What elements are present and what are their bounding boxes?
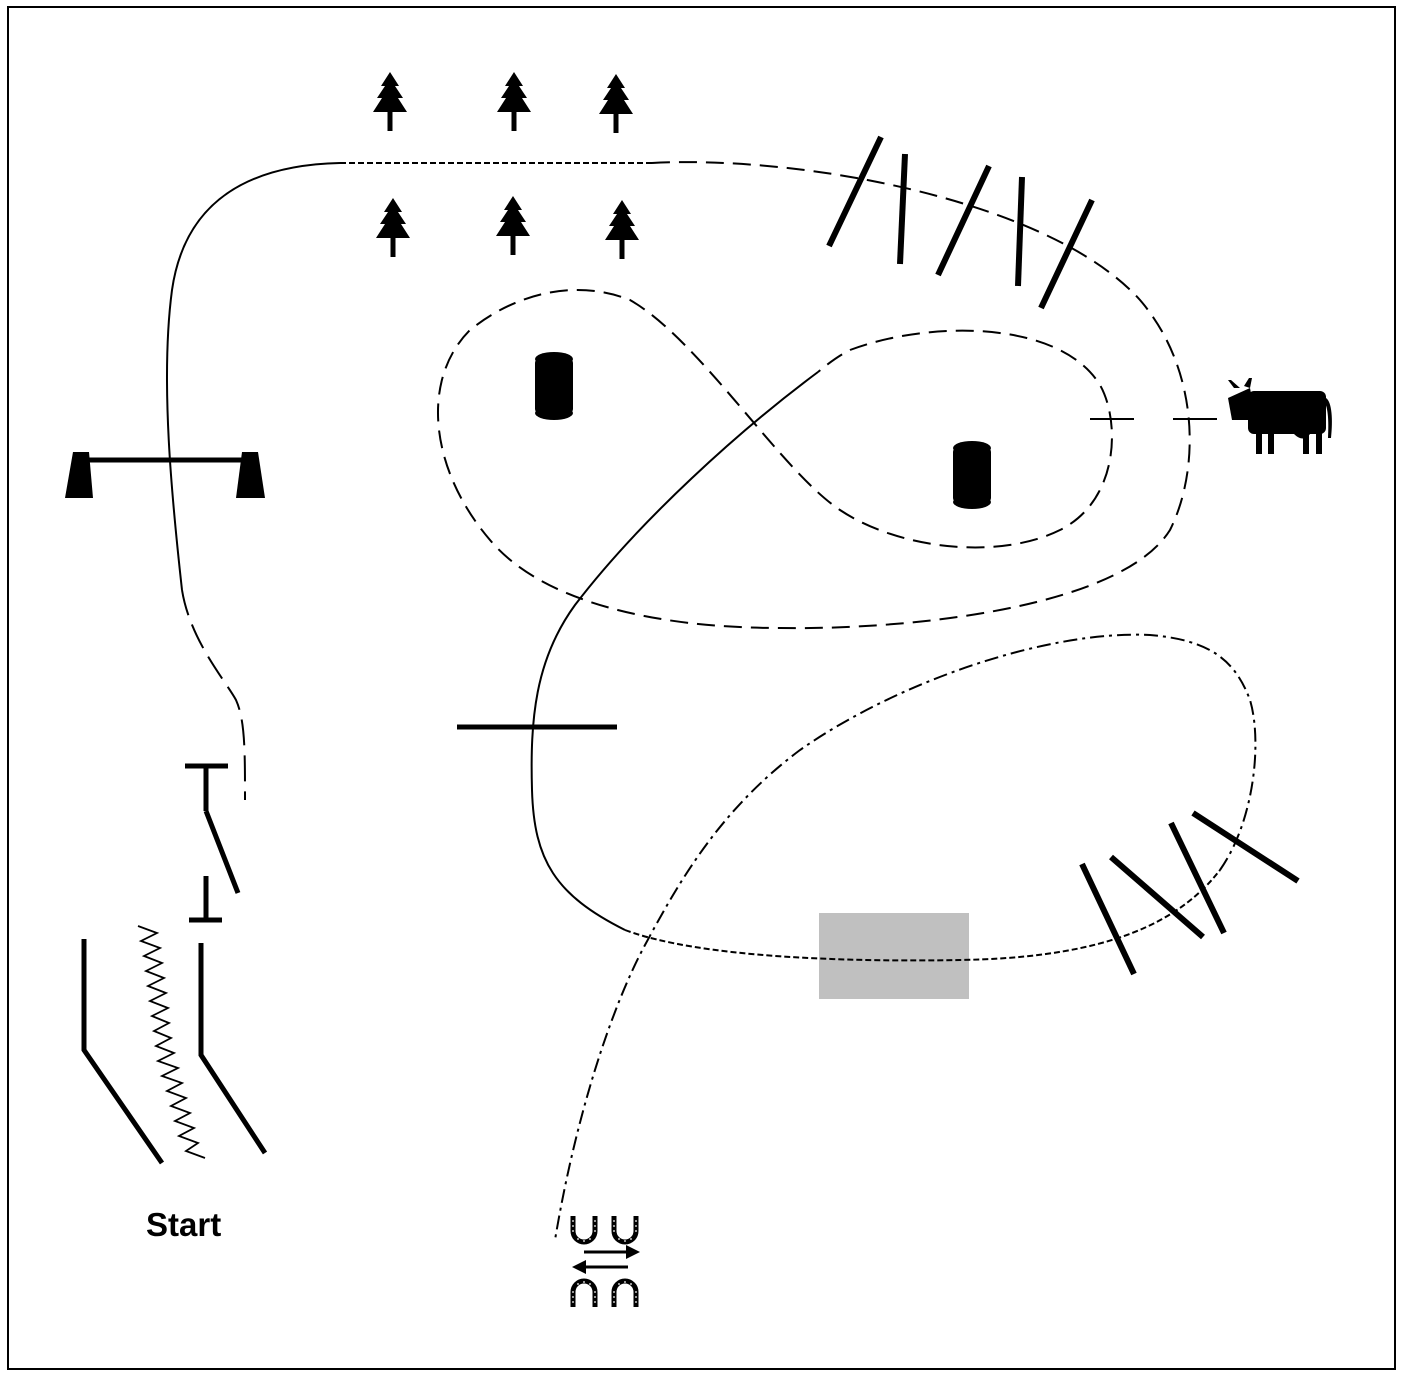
- frame-border: [7, 6, 1396, 1370]
- barrel-icon: [953, 441, 991, 509]
- horseshoe-icon: [572, 1281, 596, 1307]
- ground-pole: [1038, 198, 1095, 310]
- jump-standard-icon: [65, 452, 93, 498]
- tree-icon: [605, 200, 639, 259]
- path-dash-left-lower: [181, 589, 246, 801]
- tree-icon: [496, 196, 530, 255]
- path-dash-outer-loop: [436, 161, 1191, 630]
- ground-pole: [935, 164, 992, 277]
- horseshoe-group: [572, 1216, 640, 1307]
- ground-pole: [1191, 810, 1300, 884]
- arrow-icon: [572, 1260, 628, 1274]
- cow-icon: [1228, 378, 1332, 454]
- tree-icon: [599, 74, 633, 133]
- ground-pole: [1168, 821, 1227, 935]
- tree-group: [373, 72, 639, 259]
- poles-top: [826, 135, 1095, 310]
- arrow-icon: [584, 1245, 640, 1259]
- tree-icon: [373, 72, 407, 131]
- ground-pole: [897, 153, 908, 265]
- poles-bottom: [1079, 810, 1300, 976]
- zigzag-rope-icon: [137, 925, 206, 1159]
- path-solid-center: [530, 371, 819, 931]
- tree-icon: [497, 72, 531, 131]
- barrel-icon: [535, 352, 573, 420]
- ground-pole: [1015, 176, 1025, 287]
- path-short-dash-bottom: [624, 869, 1221, 962]
- jump-standard-left: [65, 452, 265, 498]
- horseshoe-icon: [572, 1216, 596, 1242]
- jump-standard-icon: [236, 452, 265, 498]
- start-chute: [81, 939, 268, 1165]
- path-dash-dot-loop: [554, 633, 1257, 1241]
- ground-pole: [1079, 862, 1137, 976]
- mat-box: [819, 913, 969, 999]
- path-solid-left: [165, 162, 341, 591]
- tree-icon: [376, 198, 410, 257]
- gate: [185, 763, 241, 923]
- start-label: Start: [146, 1206, 222, 1243]
- ground-pole: [826, 135, 884, 248]
- horseshoe-icon: [613, 1281, 637, 1307]
- ground-pole: [1109, 854, 1205, 940]
- horseshoe-icon: [613, 1216, 637, 1242]
